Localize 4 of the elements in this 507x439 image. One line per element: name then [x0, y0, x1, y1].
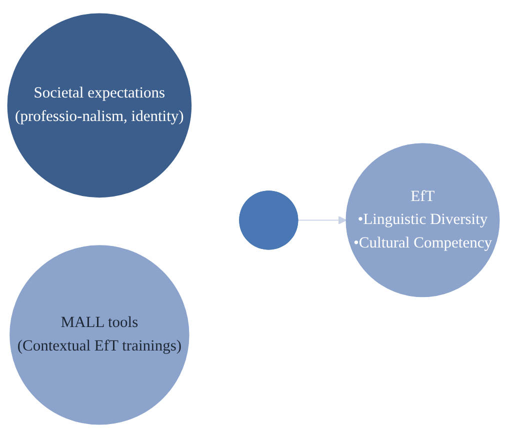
arrow	[297, 216, 347, 225]
node-circle: EfT •Linguistic Diversity •Cultural Competency	[346, 144, 500, 298]
node-circle: Societal expectations (professio-nalism, identity)	[7, 14, 192, 198]
node-circle: MALL tools (Contextual EfT trainings)	[10, 246, 190, 426]
